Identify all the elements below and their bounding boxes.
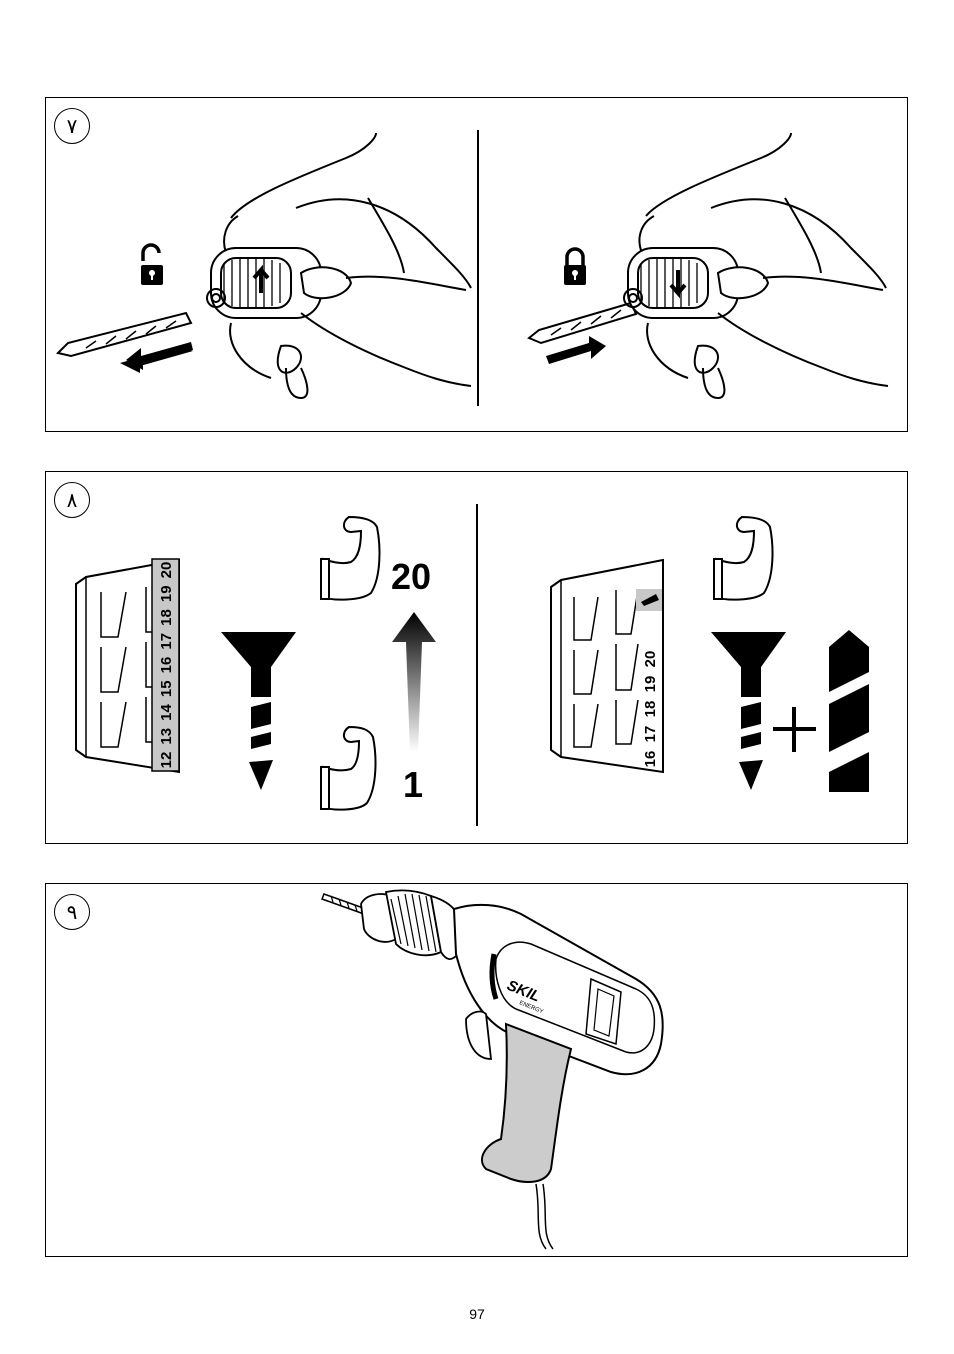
page-number: 97	[469, 1306, 485, 1322]
arrow-in-icon	[546, 336, 606, 364]
drill-bit	[321, 893, 367, 915]
collar-scale-number: 16	[158, 657, 175, 674]
step-number-badge: ٧	[54, 108, 90, 144]
collar-scale-number: 17	[642, 726, 659, 743]
collar-scale-number: 20	[642, 651, 659, 668]
figure-panel-7: ٧	[45, 97, 908, 432]
panel-divider	[476, 504, 478, 826]
drill-grip	[465, 1010, 573, 1250]
torque-collar	[550, 558, 664, 774]
collar-scale-number: 17	[158, 633, 175, 650]
arrow-out-icon	[120, 342, 193, 373]
drill-illustration: SKIL ENERGY	[321, 889, 664, 1250]
screw-icon	[711, 632, 786, 790]
collar-scale-number: 19	[158, 585, 175, 602]
drill-bit-outline	[56, 311, 193, 358]
locked-padlock-icon	[564, 247, 586, 285]
screw-icon	[221, 632, 296, 790]
collar-scale: 16 17 18 19 20	[642, 651, 659, 768]
drill-bit-icon	[829, 630, 869, 792]
collar-scale-number: 12	[158, 752, 175, 769]
figure-panel-9: ٩ SKIL ENERGY	[45, 883, 908, 1257]
collar-scale-number: 18	[642, 701, 659, 718]
hand-with-chuck	[206, 132, 472, 400]
torque-setting-illustration: 12 13 14 15 16 17 18 19 20 20 1	[75, 515, 869, 811]
strong-arm-icon	[320, 515, 381, 601]
collar-scale-number: 16	[642, 751, 659, 768]
drill-bit-outline	[527, 301, 638, 345]
torque-min-label: 1	[403, 764, 423, 805]
weak-arm-icon	[320, 725, 377, 811]
collar-scale-number: 20	[158, 562, 175, 579]
figure-panel-8: ٨ 12 13 14 15 16 17 18 19 20 20	[45, 471, 908, 844]
torque-collar	[75, 558, 180, 774]
step-number-badge: ٩	[54, 894, 90, 930]
collar-scale-number: 14	[158, 704, 175, 721]
drill-body: SKIL ENERGY	[452, 903, 664, 1076]
increase-arrow-icon	[392, 612, 436, 752]
torque-max-label: 20	[391, 556, 431, 597]
collar-scale-number: 19	[642, 676, 659, 693]
collar-scale-number: 13	[158, 728, 175, 745]
plus-icon	[773, 707, 816, 752]
panel-divider	[477, 130, 479, 406]
strong-arm-icon	[713, 515, 774, 601]
collar-scale: 12 13 14 15 16 17 18 19 20	[158, 562, 175, 769]
drill-chuck	[360, 889, 459, 960]
hand-with-chuck	[623, 132, 889, 400]
collar-scale-number: 15	[158, 680, 175, 697]
collar-scale-number: 18	[158, 609, 175, 626]
chuck-bit-change-illustration	[56, 132, 889, 400]
unlocked-padlock-icon	[141, 243, 163, 285]
step-number-badge: ٨	[54, 482, 90, 518]
